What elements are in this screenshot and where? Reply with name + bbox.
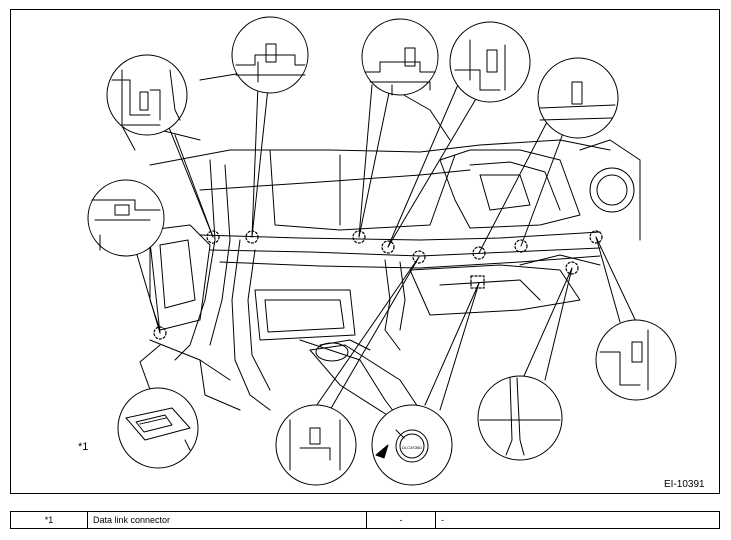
legend-table: *1 Data link connector - -: [10, 511, 720, 529]
detail-clip-5: [537, 57, 619, 139]
detail-clip-right: [595, 319, 677, 401]
detail-clip-top-left: [106, 54, 188, 136]
detail-data-link-connector: [117, 387, 199, 469]
detail-clip-4: [449, 21, 531, 103]
detail-connector-view: [371, 404, 453, 486]
callout-data-link-connector: *1: [78, 441, 89, 453]
legend-key: *1: [10, 511, 88, 529]
legend-description: Data link connector: [87, 511, 367, 529]
figure-frame: [10, 9, 720, 494]
legend-col-a: -: [366, 511, 436, 529]
detail-clip-bottom-right: [477, 375, 563, 461]
legend-col-b: -: [435, 511, 720, 529]
detail-clip-bottom-left: [275, 404, 357, 486]
clip-locators: [153, 230, 603, 340]
detail-clip-left: [87, 179, 165, 257]
legend-row: *1 Data link connector - -: [10, 511, 720, 529]
detail-clip-3: [361, 18, 439, 96]
detail-clip-2: [231, 16, 309, 94]
connector-tag-text: DLC3/OBD: [402, 445, 422, 450]
figure-id: EI-10391: [664, 479, 705, 490]
